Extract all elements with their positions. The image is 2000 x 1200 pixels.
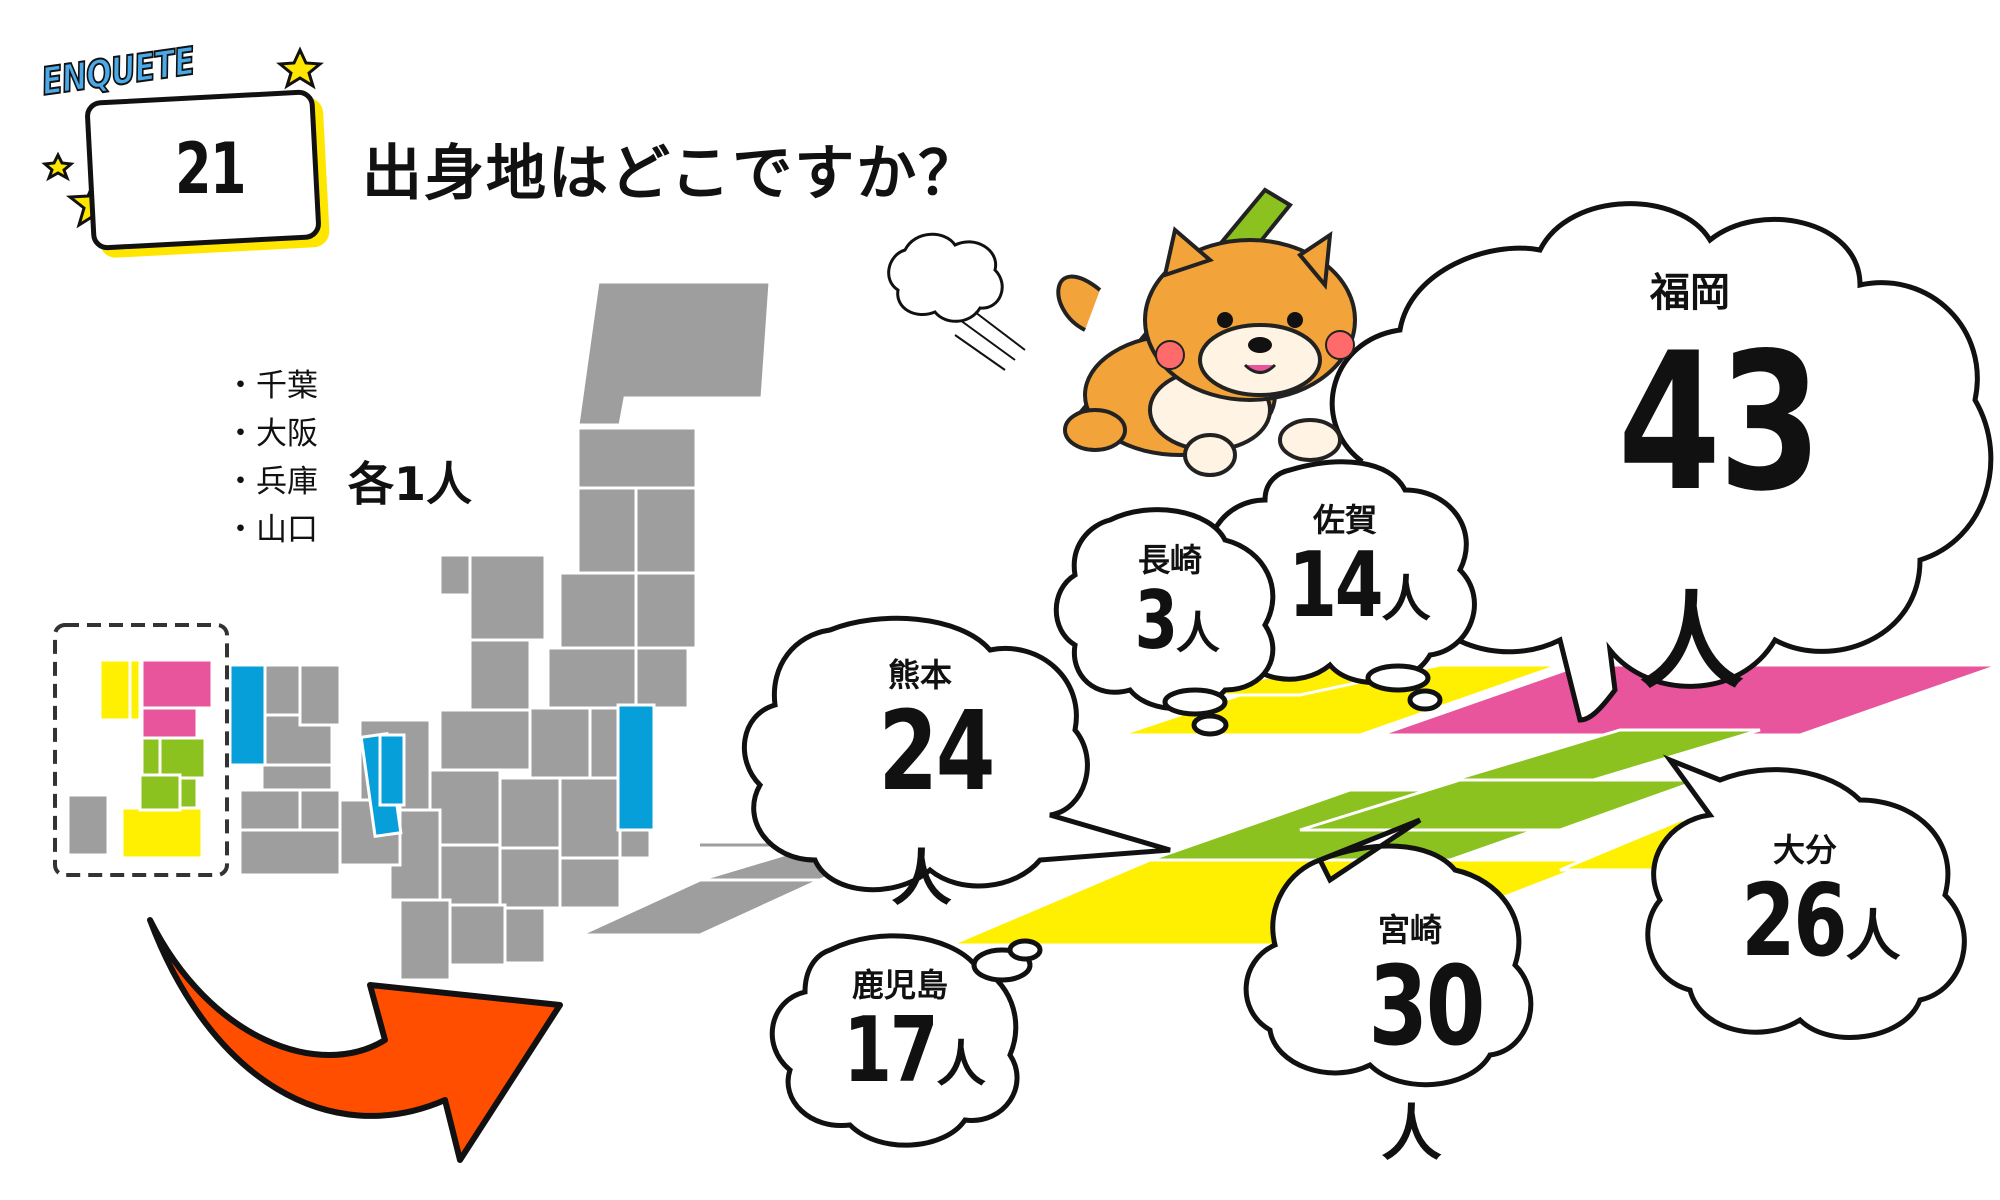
map-block (634, 486, 698, 575)
minor-prefectures (228, 663, 656, 839)
count-value: 14人 (1288, 533, 1430, 638)
result-kagoshima: 鹿児島 17人 (805, 960, 995, 1096)
map-hokkaido (576, 280, 772, 427)
minor-prefecture-list: ・千葉 ・大阪 ・兵庫 ・山口 (225, 362, 318, 554)
map-block (448, 903, 507, 967)
map-block (634, 571, 698, 650)
map-block (546, 646, 638, 710)
prefecture-name: 宮崎 (1377, 911, 1442, 949)
count-value: 26人 (1741, 862, 1901, 979)
speech-bubbles (742, 201, 1994, 1148)
prefecture-name: 福岡 (1650, 270, 1730, 316)
map-block (238, 788, 302, 832)
count-value: 43人 (1617, 312, 1822, 703)
list-item: ・千葉 (225, 368, 318, 404)
map-osaka (378, 733, 406, 807)
map-block (298, 788, 342, 832)
result-oita: 大分 26人 (1705, 825, 1905, 971)
map-block (468, 638, 532, 712)
count-value: 17人 (843, 998, 985, 1103)
kyushu-mini-map (66, 658, 214, 860)
map-yamaguchi (228, 663, 267, 767)
bubble-miyazaki (1243, 817, 1534, 1088)
map-block (468, 553, 547, 642)
bubble-oita (1645, 754, 1967, 1040)
map-chiba (616, 703, 656, 832)
map-block (438, 553, 472, 597)
star-icon (276, 46, 324, 90)
map-block (298, 663, 342, 727)
map-block (498, 776, 562, 850)
star-icon (41, 151, 75, 182)
list-item: ・山口 (225, 512, 318, 548)
each-count-label: 各1人 (348, 457, 473, 511)
map-block (498, 846, 562, 910)
result-kumamoto: 熊本 24人 (820, 650, 1020, 916)
prefecture-name: 熊本 (887, 656, 952, 694)
map-block (634, 646, 690, 710)
prefecture-name: 佐賀 (1312, 501, 1377, 539)
count-value: 30人 (1368, 942, 1486, 1169)
bubble-fukuoka (1329, 201, 1994, 723)
map-block (558, 856, 622, 910)
map-block (558, 571, 638, 650)
map-block (438, 843, 502, 907)
result-fukuoka: 福岡 43人 (1560, 260, 1822, 708)
result-nagasaki: 長崎 3人 (1085, 535, 1255, 661)
prefecture-name: 長崎 (1137, 541, 1202, 579)
puff-cloud (887, 232, 1026, 371)
bubble-kumamoto (742, 615, 1171, 893)
list-item: ・兵庫 (225, 464, 318, 500)
list-item: ・大阪 (225, 416, 318, 452)
prefecture-name: 大分 (1772, 831, 1837, 869)
map-block (238, 828, 342, 877)
result-saga: 佐賀 14人 (1250, 495, 1440, 631)
map-block (528, 706, 592, 780)
badge-number: 21 (174, 128, 247, 210)
count-value: 3人 (1134, 574, 1220, 667)
map-block (438, 708, 532, 772)
map-block (503, 906, 547, 965)
kyushu-selection-box (53, 623, 229, 877)
map-block (576, 426, 698, 490)
map-block (576, 486, 638, 575)
page-title: 出身地はどこですか？ (362, 139, 981, 209)
prefecture-name: 鹿児島 (851, 966, 948, 1004)
orange-arrow (147, 917, 563, 1163)
map-block (398, 898, 452, 982)
map-block (558, 776, 622, 860)
dog-mascot (1056, 187, 1357, 477)
result-miyazaki: 宮崎 30人 (1320, 905, 1500, 1171)
japan-map (238, 280, 772, 982)
count-value: 24人 (878, 687, 996, 914)
